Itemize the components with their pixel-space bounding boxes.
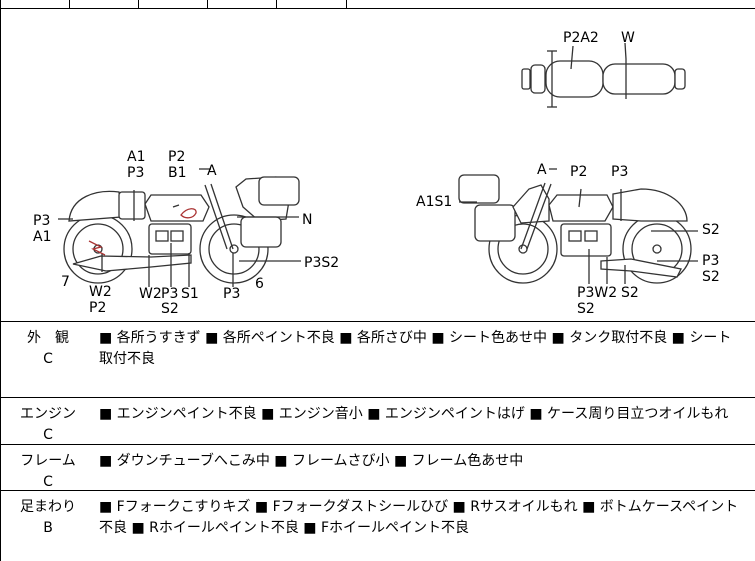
label-left-view-5: A [207,163,217,179]
label-left-view-9: 7 [61,274,70,290]
label-right-view-10: S2 [577,301,595,317]
label-left-view-17: 6 [255,276,264,292]
section-category: 足まわり B [13,497,83,539]
label-right-view-9: S2 [621,285,639,301]
column-divider [69,0,70,8]
motorcycle-right-side-icon [458,174,692,284]
section-findings: ■ エンジンペイント不良 ■ エンジン音小 ■ エンジンペイントはげ ■ ケース… [99,406,729,422]
label-left-view-8: A1 [33,229,52,245]
label-right-view-5: S2 [702,222,720,238]
section-category: エンジン C [13,404,83,446]
section-category: 外 観 C [13,328,83,370]
motorcycle-diagram [58,42,698,287]
label-left-view-12: W2 [139,286,162,302]
motorcycle-left-side-icon [63,176,300,284]
label-top-view-2: W [621,30,635,46]
label-left-view-3: P2 [168,149,186,165]
category-grade: B [43,520,53,536]
label-left-view-16: P3 [223,286,241,302]
category-grade: C [43,427,53,443]
top-table-strip [1,0,755,9]
label-left-view-7: P3 [33,213,51,229]
motorcycle-top-view-icon [521,50,686,108]
category-name: 外 観 [27,330,69,346]
column-divider [138,0,139,8]
section-findings: ■ Fフォークこすりキズ ■ Fフォークダストシールひび ■ Rサスオイルもれ … [99,499,739,536]
damage-diagram: P2A2 W A1 P3 P2 B1 A N P3 A1 7 W2 P2 W2 … [1,9,755,322]
label-right-view-8: P3W2 [577,285,618,301]
section-row-suspension: 足まわり B ■ Fフォークこすりキズ ■ Fフォークダストシールひび ■ Rサ… [1,491,755,561]
category-name: 足まわり [20,499,76,515]
column-divider [276,0,277,8]
label-left-view-6: N [302,212,313,228]
label-left-view-10: W2 [89,284,112,300]
section-findings: ■ ダウンチューブへこみ中 ■ フレームさび小 ■ フレーム色あせ中 [99,453,524,469]
label-right-view-2: P2 [570,164,588,180]
label-left-view-1: A1 [127,149,146,165]
label-top-view-1: P2A2 [563,30,599,46]
section-category: フレーム C [13,451,83,493]
column-divider [207,0,208,8]
label-right-view-7: S2 [702,269,720,285]
section-row-exterior: 外 観 C ■ 各所うすきず ■ 各所ペイント不良 ■ 各所さび中 ■ シート色… [1,322,755,398]
category-name: エンジン [20,406,76,422]
label-left-view-14: S1 [181,286,199,302]
section-row-frame: フレーム C ■ ダウンチューブへこみ中 ■ フレームさび小 ■ フレーム色あせ… [1,445,755,491]
label-left-view-4: B1 [168,165,187,181]
column-divider [346,0,347,8]
label-left-view-15: S2 [161,301,179,317]
label-right-view-1: A [537,162,547,178]
label-right-view-6: P3 [702,253,720,269]
category-name: フレーム [20,453,76,469]
label-left-view-13: P3 [161,286,179,302]
section-findings: ■ 各所うすきず ■ 各所ペイント不良 ■ 各所さび中 ■ シート色あせ中 ■ … [99,330,732,367]
section-row-engine: エンジン C ■ エンジンペイント不良 ■ エンジン音小 ■ エンジンペイントは… [1,398,755,445]
label-left-view-2: P3 [127,165,145,181]
label-right-view-4: A1S1 [416,194,453,210]
label-left-view-18: P3S2 [304,255,340,271]
category-grade: C [43,351,53,367]
category-grade: C [43,474,53,490]
label-right-view-3: P3 [611,164,629,180]
label-left-view-11: P2 [89,300,107,316]
